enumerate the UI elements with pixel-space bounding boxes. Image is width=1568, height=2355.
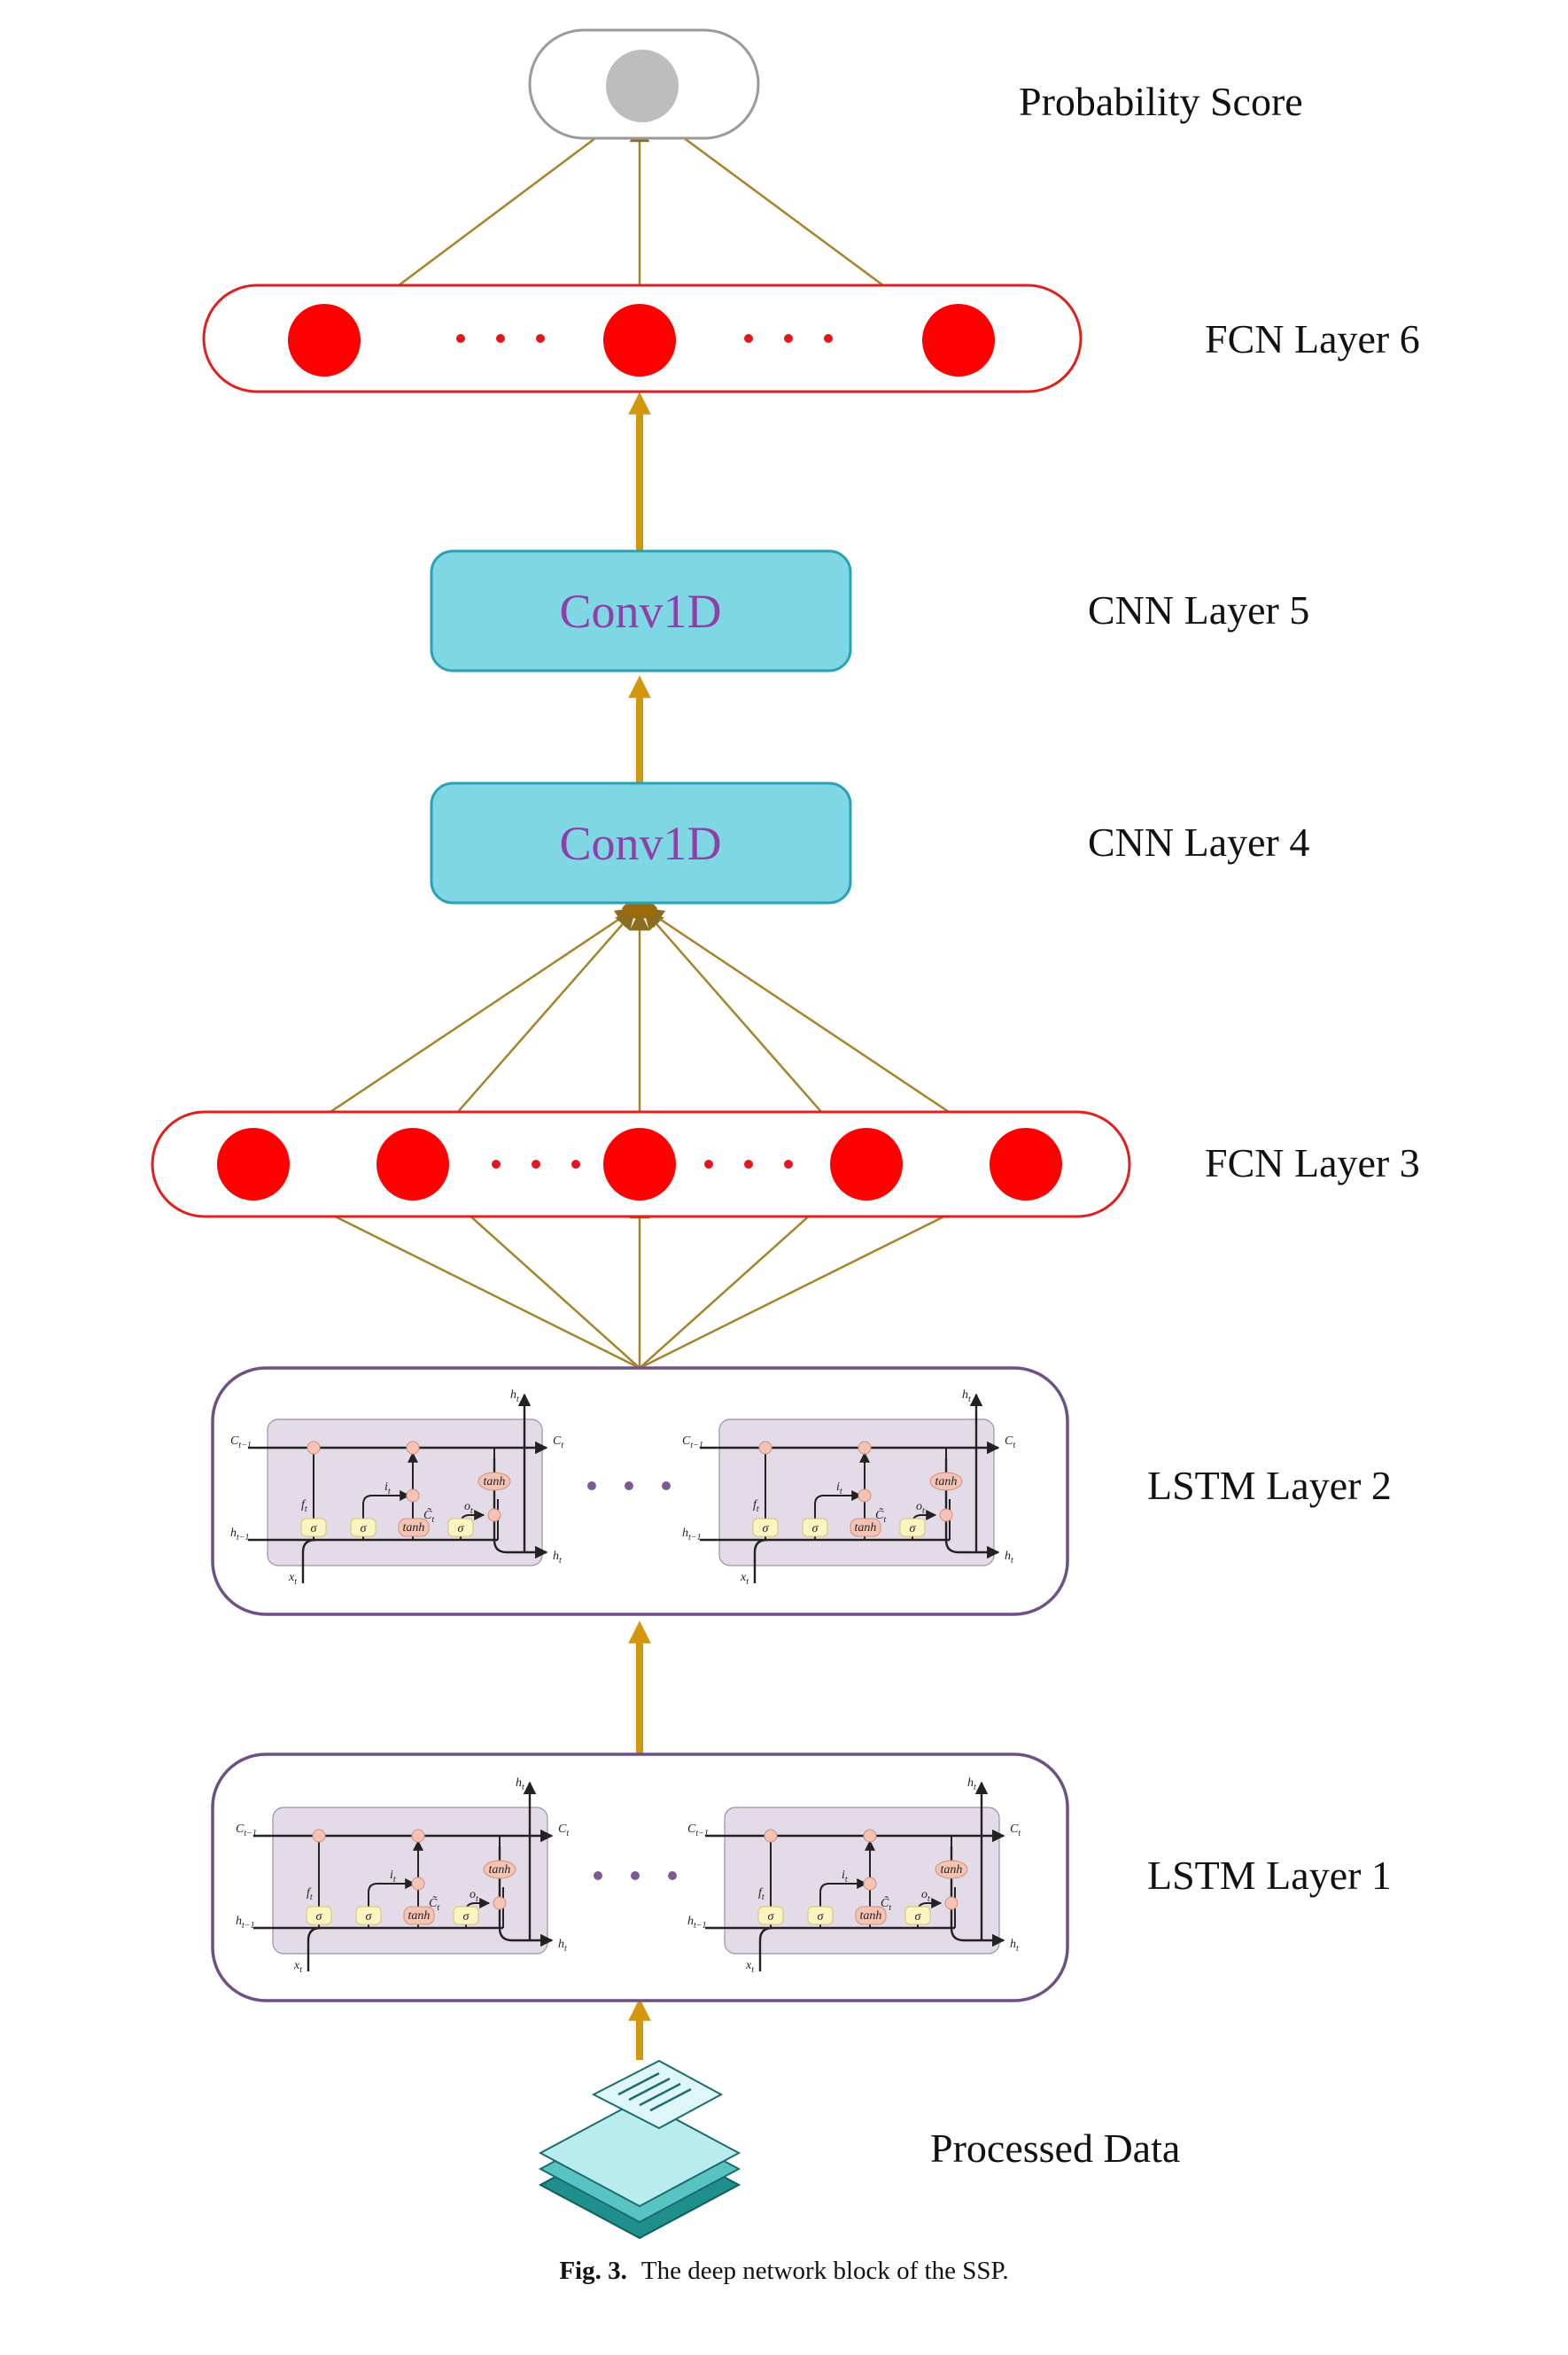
label-c-out: Ct: [1005, 1434, 1015, 1450]
label-h-top: ht: [510, 1388, 519, 1404]
label-h-out: ht: [1005, 1550, 1013, 1566]
label-x-in: xt: [740, 1571, 749, 1587]
ellipsis-dots: [587, 1481, 671, 1490]
cnn-layer-5-block: Conv1D: [430, 549, 852, 672]
conv4-label: Conv1D: [559, 817, 721, 870]
output-node: [606, 50, 679, 122]
label-i-gate: it: [836, 1481, 842, 1496]
tanh-output: tanh: [935, 1475, 958, 1488]
sigma-gate-f: σ: [311, 1522, 318, 1535]
fcn6-node: [288, 304, 361, 377]
label-x-in: xt: [745, 1959, 754, 1975]
sigma-gate-i: σ: [361, 1522, 368, 1535]
label-i-gate: it: [842, 1869, 848, 1885]
label-c-out: Ct: [558, 1823, 569, 1838]
label-x-in: xt: [288, 1571, 297, 1587]
label-f-gate: ft: [307, 1886, 313, 1902]
fcn3-node: [376, 1128, 449, 1201]
cnn-layer-4-block: Conv1D: [430, 781, 852, 905]
ellipsis-dots: [492, 1160, 793, 1169]
label-h-out: ht: [1010, 1938, 1019, 1954]
label-i-gate: it: [390, 1869, 396, 1885]
fcn3-node: [217, 1128, 290, 1201]
sigma-gate-i: σ: [812, 1522, 819, 1535]
tanh-gate-c: tanh: [403, 1521, 425, 1535]
label-h-top: ht: [967, 1776, 976, 1792]
label-lstm-layer-1: LSTM Layer 1: [1147, 1853, 1392, 1898]
processed-data-icon: [538, 2059, 741, 2240]
fcn3-node: [830, 1128, 903, 1201]
sigma-gate-f: σ: [316, 1910, 323, 1924]
tanh-output: tanh: [484, 1475, 506, 1488]
tanh-gate-c: tanh: [860, 1909, 882, 1923]
label-f-gate: ft: [753, 1498, 759, 1514]
tanh-gate-c: tanh: [855, 1521, 877, 1535]
label-fcn-layer-3: FCN Layer 3: [1205, 1140, 1420, 1185]
label-c-tilde: C̃t: [429, 1896, 439, 1913]
fcn6-node: [603, 304, 676, 377]
conv4-junction: [622, 901, 657, 919]
sigma-gate-o: σ: [910, 1522, 917, 1535]
label-o-gate: ot: [470, 1888, 478, 1904]
output-block: [528, 28, 760, 140]
ellipsis-dots: [456, 334, 833, 343]
label-o-gate: ot: [921, 1888, 930, 1904]
label-probability-score: Probability Score: [1019, 79, 1303, 124]
label-lstm-layer-2: LSTM Layer 2: [1147, 1463, 1392, 1508]
label-processed-data: Processed Data: [930, 2126, 1180, 2171]
caption-fig-number: Fig. 3.: [559, 2257, 627, 2285]
sigma-gate-o: σ: [915, 1910, 922, 1924]
label-cnn-layer-4: CNN Layer 4: [1088, 820, 1309, 865]
label-i-gate: it: [384, 1481, 391, 1496]
label-h-top: ht: [962, 1388, 971, 1404]
connections-lstm2-to-fcn3: [279, 1188, 1000, 1370]
fcn3-node: [603, 1128, 676, 1201]
sigma-gate-f: σ: [768, 1910, 775, 1924]
figure-caption: Fig. 3. The deep network block of the SS…: [559, 2257, 1008, 2285]
label-o-gate: ot: [916, 1500, 925, 1516]
label-c-tilde: C̃t: [881, 1896, 891, 1913]
label-x-in: xt: [293, 1959, 302, 1975]
sigma-gate-f: σ: [763, 1522, 770, 1535]
sigma-gate-i: σ: [818, 1910, 825, 1924]
label-fcn-layer-6: FCN Layer 6: [1205, 316, 1420, 361]
label-c-out: Ct: [1010, 1823, 1021, 1838]
label-c-tilde: C̃t: [875, 1508, 886, 1525]
ellipsis-dots: [594, 1871, 677, 1880]
tanh-output: tanh: [489, 1863, 511, 1877]
label-c-out: Ct: [553, 1434, 563, 1450]
label-h-out: ht: [558, 1938, 567, 1954]
sigma-gate-i: σ: [366, 1910, 373, 1924]
sigma-gate-o: σ: [458, 1522, 465, 1535]
fcn3-node: [990, 1128, 1062, 1201]
label-f-gate: ft: [758, 1886, 765, 1902]
label-f-gate: ft: [301, 1498, 307, 1514]
fcn6-node: [922, 304, 995, 377]
fcn-layer-6-block: [202, 284, 1083, 393]
conv5-label: Conv1D: [559, 585, 721, 638]
tanh-gate-c: tanh: [408, 1909, 431, 1923]
fcn-layer-3-block: [151, 1110, 1131, 1218]
label-c-tilde: C̃t: [423, 1508, 434, 1525]
tanh-output: tanh: [941, 1863, 963, 1877]
label-o-gate: ot: [464, 1500, 473, 1516]
sigma-gate-o: σ: [463, 1910, 470, 1924]
label-h-out: ht: [553, 1550, 562, 1566]
label-cnn-layer-5: CNN Layer 5: [1088, 587, 1309, 633]
label-h-top: ht: [516, 1776, 524, 1792]
caption-text: The deep network block of the SSP.: [641, 2257, 1009, 2285]
